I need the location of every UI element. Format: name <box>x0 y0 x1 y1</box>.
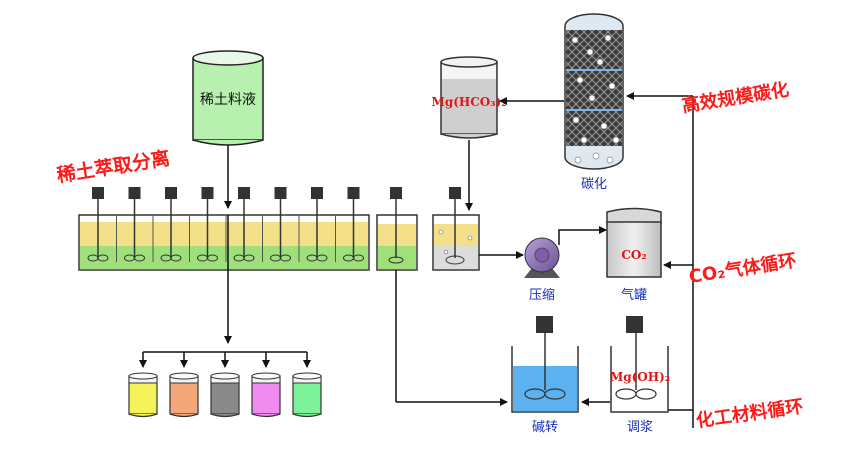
mixer-agitator <box>197 187 218 262</box>
carbonization-column: 碳化 <box>564 13 624 192</box>
compressor-pump: 压缩 <box>524 237 560 303</box>
conversion-label: 碱转 <box>532 420 558 435</box>
slurry-tank: Mg(OH)₂ 调浆 <box>610 316 670 435</box>
bicarbonate-chem-label: Mg(HCO₃)₂ <box>432 95 507 109</box>
product-bottles <box>128 372 322 418</box>
mixer-agitator <box>124 187 145 262</box>
mixer-agitator <box>160 187 182 262</box>
slurry-label: 调浆 <box>627 420 653 435</box>
mixer-agitator <box>87 187 109 262</box>
feed-tank: 稀土料液 <box>192 50 264 146</box>
feed-tank-label: 稀土料液 <box>200 92 256 108</box>
hydroxide-chem-label: Mg(OH)₂ <box>610 370 670 384</box>
product-bottle <box>169 372 199 418</box>
co2-chem-label: CO₂ <box>621 248 646 262</box>
mixer-agitator <box>343 187 364 262</box>
chem-cycle-title: 化工材料循环 <box>695 395 805 432</box>
co2-gas-tank: CO₂ 气罐 <box>606 207 662 303</box>
gas-tank-label: 气罐 <box>621 287 647 303</box>
conversion-tank: 碱转 <box>511 316 579 435</box>
carbonization-title: 高效规模碳化 <box>680 78 790 117</box>
extraction-title: 稀土萃取分离 <box>55 146 171 187</box>
product-bottle <box>292 372 322 418</box>
compressor-label: 压缩 <box>529 287 555 303</box>
product-bottle <box>210 372 240 418</box>
mixer-agitator <box>306 187 328 262</box>
product-bottle <box>251 372 281 418</box>
product-bottle <box>128 372 158 418</box>
separator-cell <box>376 187 418 271</box>
bicarbonate-tank: Mg(HCO₃)₂ <box>432 56 507 139</box>
extraction-battery <box>78 187 370 271</box>
carbonization-label: 碳化 <box>581 177 607 192</box>
co2-cycle-title: CO₂气体循环 <box>687 249 798 288</box>
mixer-agitator <box>233 187 255 262</box>
mixer-agitator <box>270 187 291 262</box>
mixing-tank <box>432 187 480 271</box>
